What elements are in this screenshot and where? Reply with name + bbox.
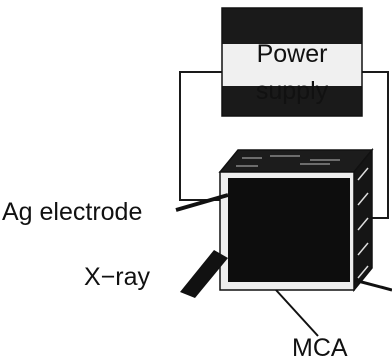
power-supply-bottom-band bbox=[222, 86, 362, 116]
detector-side-stripes bbox=[357, 167, 369, 279]
ag-electrode-label: Ag electrode bbox=[2, 198, 142, 226]
right-wire bbox=[362, 71, 389, 219]
mca-label: MCA bbox=[292, 334, 348, 362]
power-supply-label-line1: Power bbox=[257, 40, 328, 68]
detector bbox=[218, 147, 374, 293]
detector-side-face bbox=[353, 147, 373, 293]
left-wire bbox=[179, 71, 222, 201]
power-supply-label-line2: supply bbox=[256, 77, 329, 105]
detector-front-body bbox=[228, 178, 350, 282]
power-supply: Power supply bbox=[221, 7, 363, 117]
pointer-lines bbox=[175, 193, 392, 337]
power-supply-outline bbox=[221, 7, 363, 117]
power-supply-top-band bbox=[222, 8, 362, 46]
xray-arrow bbox=[180, 250, 228, 298]
detector-top-face bbox=[218, 149, 374, 173]
power-supply-face bbox=[222, 44, 362, 90]
detector-top-texture bbox=[236, 155, 340, 167]
xray-label: X−ray bbox=[84, 263, 151, 291]
detector-cable bbox=[353, 278, 392, 292]
ag-electrode-pointer bbox=[175, 193, 229, 212]
mca-pointer bbox=[275, 289, 319, 337]
circuit-wires bbox=[179, 71, 389, 219]
